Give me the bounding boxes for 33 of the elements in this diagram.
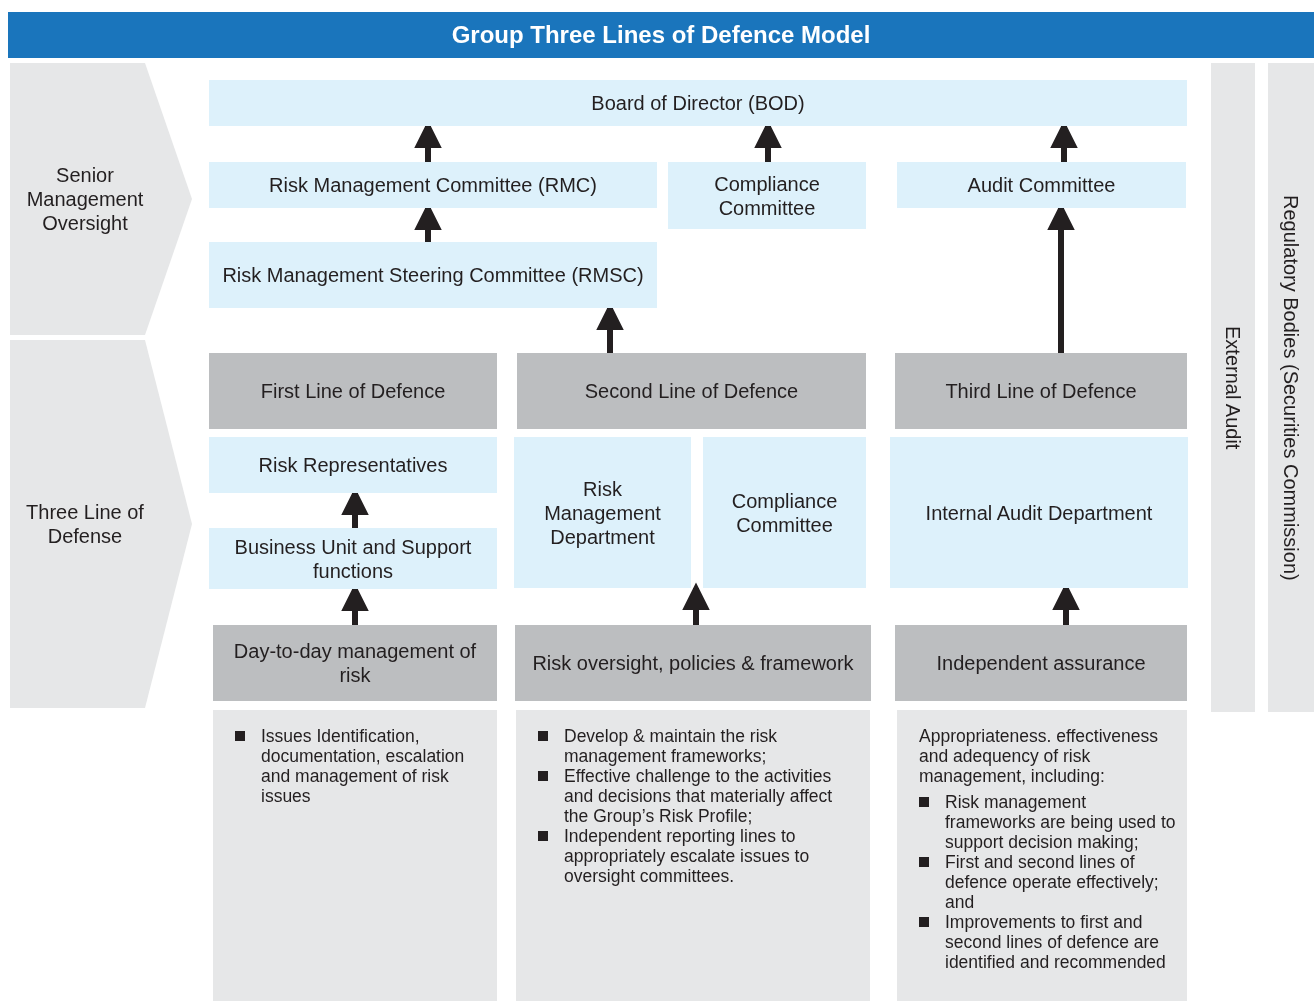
bullet-text: First and second lines of defence operate effectively; and	[945, 852, 1160, 912]
description-panel	[213, 710, 497, 1001]
bullet-text: Issues Identification, documentation, escalation and management of risk issues	[261, 726, 466, 806]
description-panel	[516, 710, 870, 1001]
line-header-box: First Line of Defence	[209, 353, 497, 429]
role-box: Day-to-day management of risk	[213, 625, 497, 701]
bullet-text: Improvements to first and second lines of defence are identified and recommended	[945, 912, 1167, 972]
side-band: Regulatory Bodies (Securities Commission)	[1268, 63, 1314, 712]
committee-box: Compliance Committee	[668, 162, 866, 229]
line-header-box: Third Line of Defence	[895, 353, 1187, 429]
line-header-box: Second Line of Defence	[517, 353, 866, 429]
title-bar: Group Three Lines of Defence Model	[8, 12, 1314, 58]
role-box: Risk oversight, policies & framework	[515, 625, 871, 701]
function-box: Business Unit and Support functions	[209, 528, 497, 589]
bullet-text: Develop & maintain the risk management frameworks;	[564, 726, 779, 766]
committee-box: Risk Management Steering Committee (RMSC)	[209, 242, 657, 308]
committee-box: Risk Management Committee (RMC)	[209, 162, 657, 208]
intro-text: Appropriateness. effectiveness and adequency of risk management, including:	[919, 726, 1159, 786]
committee-box: Audit Committee	[897, 162, 1186, 208]
department-box: Internal Audit Department	[890, 437, 1188, 588]
chevron-band: Three Line of Defense	[10, 340, 192, 708]
function-box: Risk Representatives	[209, 437, 497, 493]
chevron-band: Senior Management Oversight	[10, 63, 192, 335]
arrow	[682, 582, 710, 625]
bullet-text: Independent reporting lines to appropriately escalate issues to oversight committees.	[564, 826, 811, 886]
side-band: External Audit	[1211, 63, 1255, 712]
committee-box: Compliance Committee	[703, 437, 866, 588]
board-box: Board of Director (BOD)	[209, 80, 1187, 126]
department-box: Risk Management Department	[514, 437, 691, 588]
description-panel	[897, 710, 1187, 1001]
bullet-text: Risk management frameworks are being used to support decision making;	[945, 792, 1177, 852]
bullet-text: Effective challenge to the activities and decisions that materially affect the Group’s Risk Profile;	[564, 766, 834, 826]
role-box: Independent assurance	[895, 625, 1187, 701]
